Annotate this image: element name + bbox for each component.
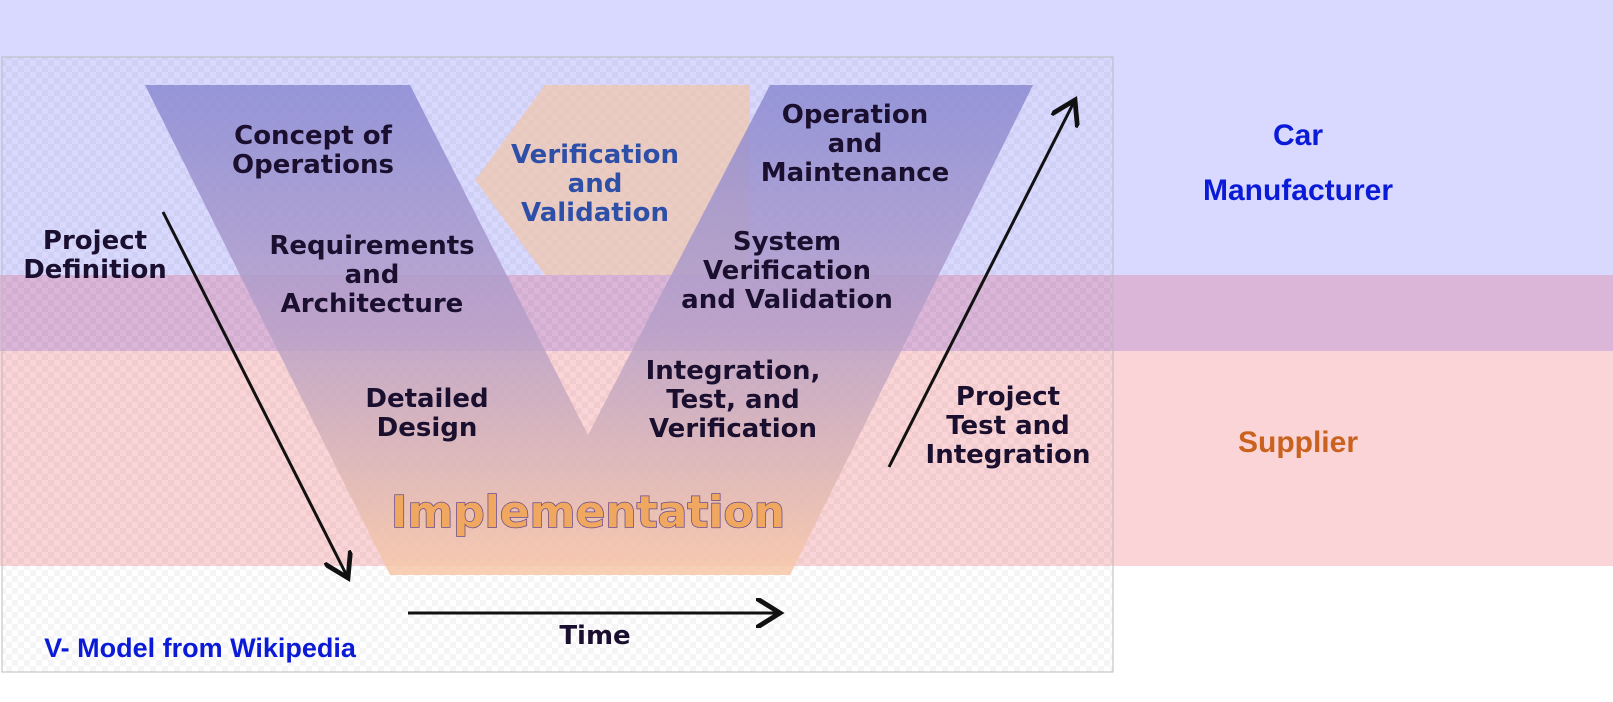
verification-arrow-shape <box>475 85 750 275</box>
time-label: Time <box>559 621 630 651</box>
caption: V- Model from Wikipedia <box>44 633 357 663</box>
implementation-label: Implementation <box>391 487 785 538</box>
project-definition-arrow <box>161 211 348 578</box>
project-test-arrow <box>887 100 1075 468</box>
supplier-label: Supplier <box>1238 426 1358 459</box>
v-shape <box>145 85 1033 575</box>
